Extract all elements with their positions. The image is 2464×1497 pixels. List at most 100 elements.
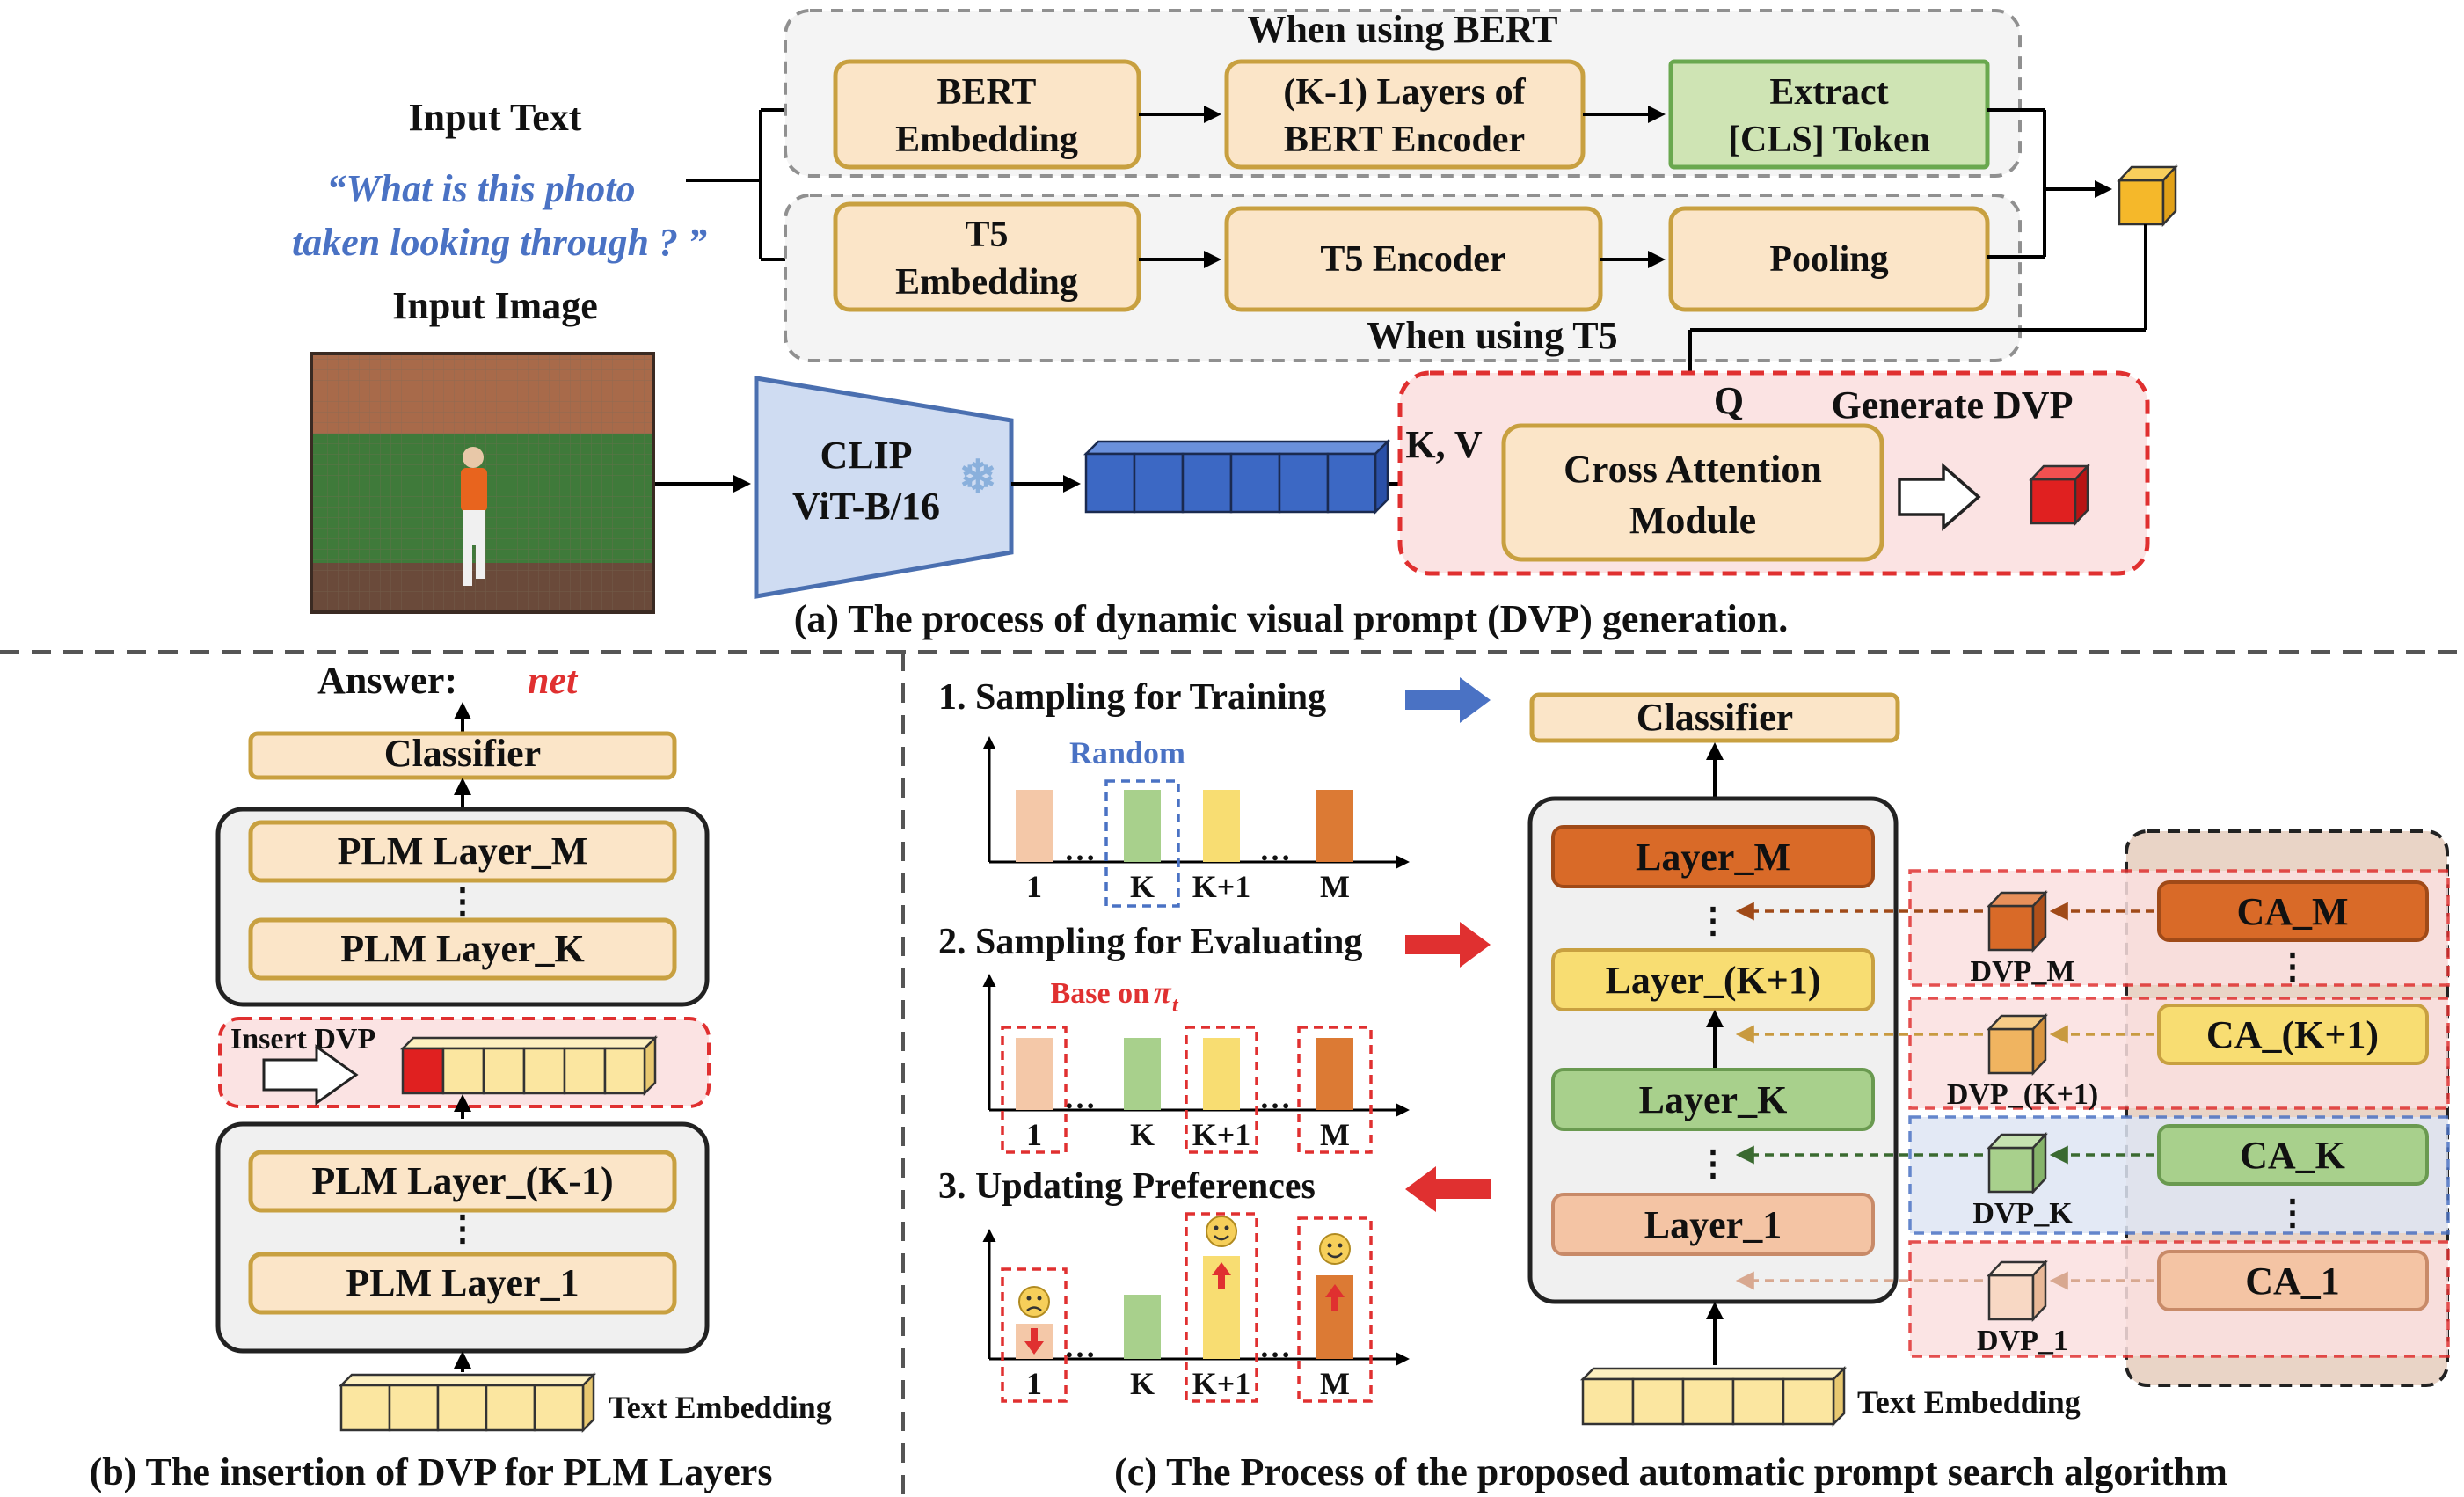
svg-text:Classifier: Classifier bbox=[384, 732, 541, 775]
svg-text:Classifier: Classifier bbox=[1637, 696, 1793, 739]
plm-layer-k: PLM Layer_K bbox=[248, 917, 677, 981]
chart-updating: 1 … K K+1 … M bbox=[982, 1212, 1410, 1403]
dvp-cube bbox=[2029, 463, 2090, 527]
text-embedding-label-b: Text Embedding bbox=[609, 1390, 832, 1425]
text-embedding-label-c: Text Embedding bbox=[1857, 1384, 2081, 1420]
text-embedding-c bbox=[1579, 1365, 1848, 1428]
extract-cls-box: Extract [CLS] Token bbox=[1668, 59, 1990, 170]
pooling-box: Pooling bbox=[1668, 206, 1990, 312]
plm-layer-1: PLM Layer_1 bbox=[248, 1252, 677, 1315]
t5-embedding-box: T5 Embedding bbox=[833, 201, 1141, 312]
ca-m: CA_M bbox=[2157, 880, 2429, 942]
bar-1 bbox=[1016, 790, 1053, 862]
dvp-k-label: DVP_K bbox=[1972, 1197, 2073, 1230]
bar-k-plus-1 bbox=[1203, 790, 1240, 862]
part-c-layers: Classifier Layer_M ⋮ Layer_(K+1) Layer_K… bbox=[1114, 692, 2450, 1493]
answer-value: net bbox=[528, 659, 579, 702]
step-2-arrow bbox=[1405, 922, 1491, 968]
snowflake-icon: ❄ bbox=[959, 453, 997, 503]
cross-attention-module: Cross Attention Module bbox=[1501, 423, 1884, 562]
bert-encoder-box: (K-1) Layers of BERT Encoder bbox=[1224, 59, 1586, 170]
svg-text:(K-1) Layers of: (K-1) Layers of bbox=[1283, 72, 1526, 113]
happy-face-icon bbox=[1319, 1233, 1351, 1265]
svg-text:CA_K: CA_K bbox=[2240, 1134, 2345, 1177]
t5-encoder-box: T5 Encoder bbox=[1224, 206, 1603, 312]
q-label: Q bbox=[1714, 379, 1744, 422]
svg-text:Layer_K: Layer_K bbox=[1639, 1078, 1788, 1121]
svg-text:…: … bbox=[1259, 832, 1291, 867]
up-arrow-icon bbox=[1212, 1262, 1231, 1289]
random-selection-box bbox=[1104, 779, 1180, 908]
answer-prefix: Answer: bbox=[317, 659, 457, 702]
pi-symbol: π bbox=[1154, 975, 1172, 1010]
svg-text:K+1: K+1 bbox=[1192, 1117, 1251, 1152]
bert-group-label: When using BERT bbox=[1247, 8, 1557, 51]
ca-1: CA_1 bbox=[2157, 1250, 2429, 1311]
svg-text:⋮: ⋮ bbox=[2275, 1193, 2310, 1232]
part-a: Input Text “What is this photo taken loo… bbox=[292, 8, 2178, 640]
svg-text:K+1: K+1 bbox=[1192, 1366, 1251, 1401]
up-arrow-icon bbox=[1325, 1284, 1345, 1311]
svg-text:M: M bbox=[1320, 1366, 1350, 1401]
down-arrow-icon bbox=[1024, 1328, 1044, 1355]
part-b: Answer: net Classifier PLM Layer_M ⋮ PLM… bbox=[90, 659, 832, 1493]
svg-text:…: … bbox=[1064, 1329, 1096, 1364]
ca-k-plus-1: CA_(K+1) bbox=[2157, 1004, 2429, 1065]
base-on-label: Base on bbox=[1051, 977, 1150, 1010]
step-2-label: 2. Sampling for Evaluating bbox=[938, 922, 1362, 962]
svg-text:[CLS] Token: [CLS] Token bbox=[1728, 120, 1930, 160]
text-feature-cube bbox=[2117, 164, 2178, 228]
svg-text:1: 1 bbox=[1026, 1117, 1042, 1152]
generate-dvp-label: Generate DVP bbox=[1832, 383, 2074, 427]
caption-a: (a) The process of dynamic visual prompt… bbox=[794, 597, 1789, 640]
question-line-1: “What is this photo bbox=[327, 167, 636, 210]
t5-group-label: When using T5 bbox=[1367, 314, 1617, 357]
bar-k-plus-1 bbox=[1203, 1038, 1240, 1110]
svg-text:PLM Layer_(K-1): PLM Layer_(K-1) bbox=[311, 1159, 613, 1202]
bar-m bbox=[1316, 1038, 1353, 1110]
question-line-2: taken looking through ? ” bbox=[292, 221, 707, 264]
svg-text:BERT Encoder: BERT Encoder bbox=[1284, 120, 1525, 160]
input-image-title: Input Image bbox=[392, 284, 598, 327]
svg-text:Cross Attention: Cross Attention bbox=[1564, 448, 1822, 491]
layer-1-c: Layer_1 bbox=[1551, 1193, 1875, 1256]
input-text-title: Input Text bbox=[409, 96, 582, 139]
input-image bbox=[310, 352, 655, 614]
svg-text:ViT-B/16: ViT-B/16 bbox=[792, 485, 940, 528]
classifier-box-b: Classifier bbox=[248, 731, 677, 780]
step-1-arrow bbox=[1405, 677, 1491, 723]
svg-text:M: M bbox=[1320, 1117, 1350, 1152]
svg-text:Module: Module bbox=[1629, 499, 1756, 542]
sad-face-icon bbox=[1018, 1286, 1050, 1318]
svg-text:Pooling: Pooling bbox=[1769, 239, 1888, 280]
svg-text:⋮: ⋮ bbox=[1695, 901, 1731, 940]
tick-k: K bbox=[1130, 869, 1155, 904]
bar-m bbox=[1316, 790, 1353, 862]
svg-text:Embedding: Embedding bbox=[895, 262, 1078, 303]
insert-arrow bbox=[262, 1044, 359, 1106]
svg-text:T5 Encoder: T5 Encoder bbox=[1320, 239, 1505, 280]
step-3-arrow bbox=[1405, 1166, 1491, 1212]
dvp-k-plus-1-cube bbox=[1987, 1012, 2048, 1077]
svg-text:Embedding: Embedding bbox=[895, 120, 1078, 160]
tick-k-plus-1: K+1 bbox=[1192, 869, 1251, 904]
svg-text:T5: T5 bbox=[965, 215, 1008, 255]
caption-b: (b) The insertion of DVP for PLM Layers bbox=[90, 1450, 773, 1493]
bar-1 bbox=[1016, 1038, 1053, 1110]
svg-text:Layer_1: Layer_1 bbox=[1644, 1203, 1782, 1246]
svg-text:⋮: ⋮ bbox=[1695, 1143, 1731, 1183]
plm-layer-m: PLM Layer_M bbox=[248, 820, 677, 883]
hollow-arrow bbox=[1898, 463, 1981, 531]
svg-text:CLIP: CLIP bbox=[820, 434, 912, 477]
svg-text:PLM Layer_1: PLM Layer_1 bbox=[346, 1261, 579, 1304]
random-label: Random bbox=[1069, 735, 1185, 770]
dots-b-lower: ⋮ bbox=[445, 1209, 480, 1248]
step-1-label: 1. Sampling for Training bbox=[938, 677, 1326, 718]
svg-text:PLM Layer_M: PLM Layer_M bbox=[338, 829, 588, 873]
svg-text:CA_1: CA_1 bbox=[2245, 1260, 2340, 1303]
ca-k: CA_K bbox=[2157, 1124, 2429, 1186]
happy-face-icon bbox=[1206, 1216, 1237, 1247]
dvp-k-cube bbox=[1987, 1131, 2048, 1195]
plm-token-sequence bbox=[399, 1034, 659, 1097]
